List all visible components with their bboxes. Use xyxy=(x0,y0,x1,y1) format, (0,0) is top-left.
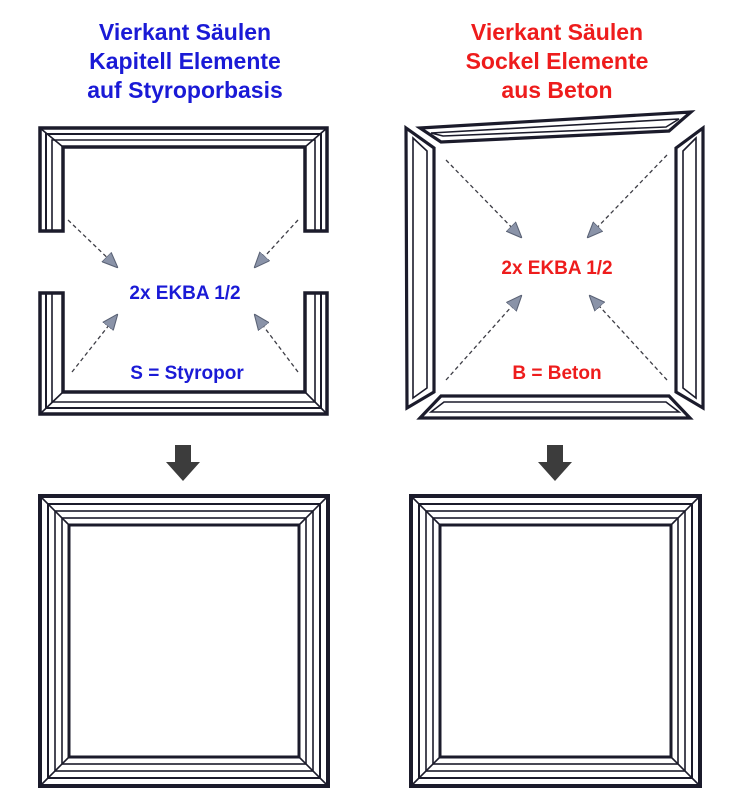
right-title-line-2: Sockel Elemente xyxy=(465,48,649,74)
left-arrow-bottom-right xyxy=(255,315,299,373)
left-arrow-top-left xyxy=(67,219,117,267)
right-right-element xyxy=(674,124,705,411)
left-arrow-top-right xyxy=(255,219,299,267)
right-arrow-bottom-left xyxy=(445,296,521,381)
left-top-element xyxy=(38,126,329,233)
left-assembled-frame xyxy=(38,494,330,788)
right-material-label: B = Beton xyxy=(512,363,602,384)
right-assembled-frame xyxy=(409,494,702,788)
left-element-label: 2x EKBA 1/2 xyxy=(129,283,241,304)
right-title-line-3: aus Beton xyxy=(501,77,613,103)
left-title-line-2: Kapitell Elemente xyxy=(89,48,281,74)
right-title: Vierkant Säulen Sockel Elemente aus Beto… xyxy=(387,18,727,105)
right-bottom-element xyxy=(416,394,694,420)
right-arrow-top-right xyxy=(588,154,668,237)
right-left-element xyxy=(404,124,436,411)
right-title-line-1: Vierkant Säulen xyxy=(470,19,644,45)
right-arrow-bottom-right xyxy=(590,296,668,381)
right-down-arrow-icon xyxy=(538,445,572,481)
right-top-element xyxy=(415,110,696,144)
right-sockel-parts xyxy=(404,110,705,420)
right-element-label: 2x EKBA 1/2 xyxy=(501,258,613,279)
right-arrow-top-left xyxy=(445,159,521,237)
left-title-line-1: Vierkant Säulen xyxy=(98,19,272,45)
left-material-label: S = Styropor xyxy=(130,363,244,384)
left-title-line-3: auf Styroporbasis xyxy=(87,77,283,103)
left-title: Vierkant Säulen Kapitell Elemente auf St… xyxy=(15,18,355,105)
left-arrow-bottom-left xyxy=(71,315,117,373)
left-down-arrow-icon xyxy=(166,445,200,481)
left-kapitell-parts xyxy=(38,126,329,416)
